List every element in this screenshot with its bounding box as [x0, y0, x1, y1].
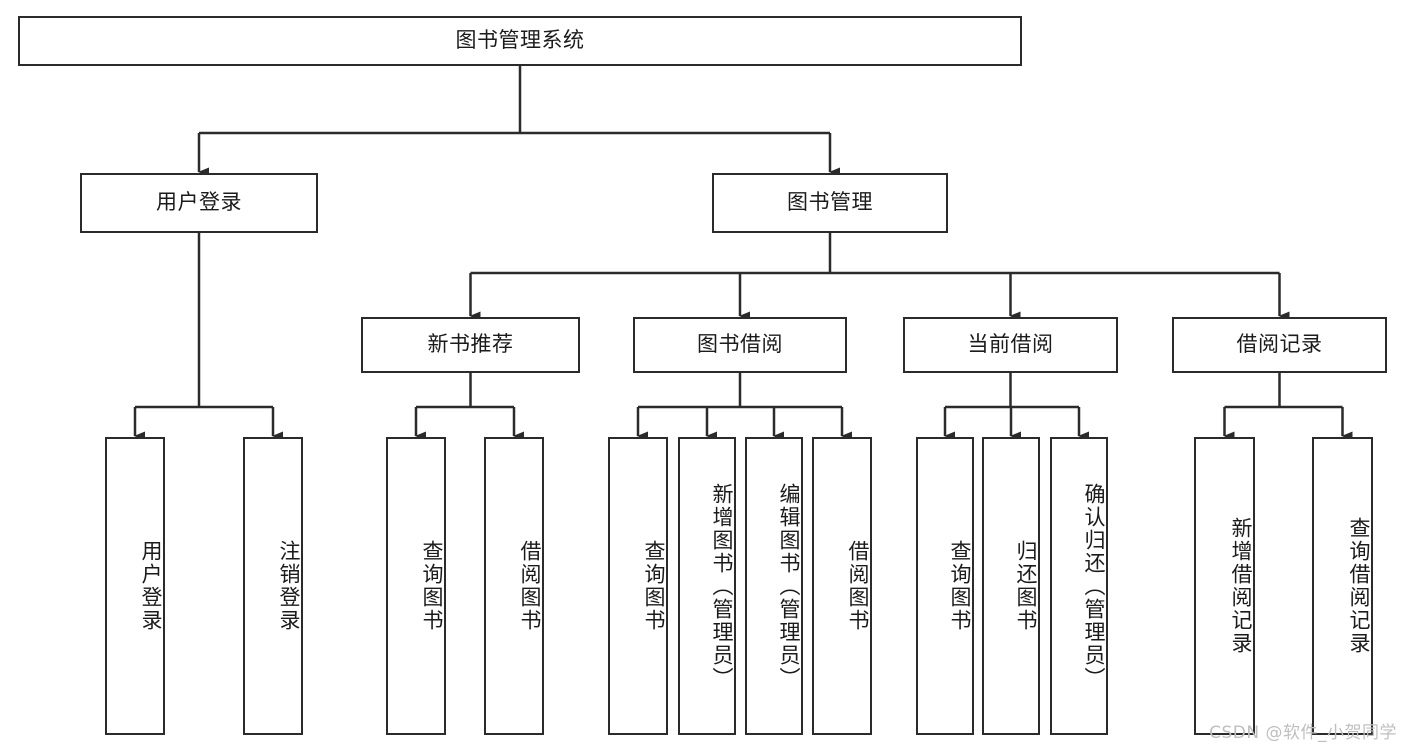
- node-label: 查询图书: [642, 540, 666, 632]
- node-current-borrow[interactable]: 当前借阅: [903, 317, 1118, 373]
- node-label: 新增借阅记录: [1229, 517, 1253, 655]
- node-label: 借阅图书: [518, 540, 542, 632]
- node-leaf-borrow-book[interactable]: 借阅图书: [812, 437, 872, 735]
- node-borrow-record[interactable]: 借阅记录: [1172, 317, 1387, 373]
- node-user-login[interactable]: 用户登录: [80, 173, 318, 233]
- node-label: 编辑图书（管理员）: [777, 482, 801, 690]
- node-leaf-logout[interactable]: 注销登录: [243, 437, 303, 735]
- node-label: 查询图书: [420, 540, 444, 632]
- node-leaf-confirm-return-admin[interactable]: 确认归还（管理员）: [1050, 437, 1108, 735]
- node-label: 用户登录: [156, 190, 242, 215]
- watermark-text: CSDN @软件_小贺同学: [1209, 723, 1397, 743]
- node-label: 新书推荐: [427, 332, 514, 357]
- node-label: 图书管理: [787, 190, 873, 215]
- node-label: 借阅记录: [1236, 332, 1323, 357]
- node-leaf-edit-book-admin[interactable]: 编辑图书（管理员）: [745, 437, 803, 735]
- node-book-manage[interactable]: 图书管理: [712, 173, 948, 233]
- node-label: 新增图书（管理员）: [710, 482, 734, 690]
- node-leaf-user-login[interactable]: 用户登录: [105, 437, 165, 735]
- node-book-borrow[interactable]: 图书借阅: [633, 317, 847, 373]
- node-label: 图书借阅: [697, 332, 783, 357]
- node-label: 查询图书: [948, 540, 972, 632]
- node-leaf-borrow-book-rec[interactable]: 借阅图书: [484, 437, 544, 735]
- node-leaf-query-borrow-record[interactable]: 查询借阅记录: [1312, 437, 1373, 735]
- node-leaf-add-borrow-record[interactable]: 新增借阅记录: [1194, 437, 1255, 735]
- node-label: 借阅图书: [846, 540, 870, 632]
- node-new-book-recommend[interactable]: 新书推荐: [361, 317, 580, 373]
- node-label: 查询借阅记录: [1347, 517, 1371, 655]
- node-leaf-query-book-rec[interactable]: 查询图书: [386, 437, 446, 735]
- node-leaf-add-book-admin[interactable]: 新增图书（管理员）: [678, 437, 736, 735]
- node-leaf-return-book[interactable]: 归还图书: [982, 437, 1040, 735]
- node-label: 注销登录: [277, 540, 301, 632]
- wire-group: [133, 66, 1353, 441]
- node-root[interactable]: 图书管理系统: [18, 16, 1022, 66]
- node-label: 当前借阅: [967, 332, 1054, 357]
- node-leaf-query-book-borrow[interactable]: 查询图书: [608, 437, 668, 735]
- node-label: 图书管理系统: [455, 28, 585, 53]
- node-label: 归还图书: [1014, 540, 1038, 632]
- node-leaf-query-book-current[interactable]: 查询图书: [916, 437, 974, 735]
- node-label: 确认归还（管理员）: [1082, 482, 1106, 690]
- node-label: 用户登录: [139, 540, 163, 632]
